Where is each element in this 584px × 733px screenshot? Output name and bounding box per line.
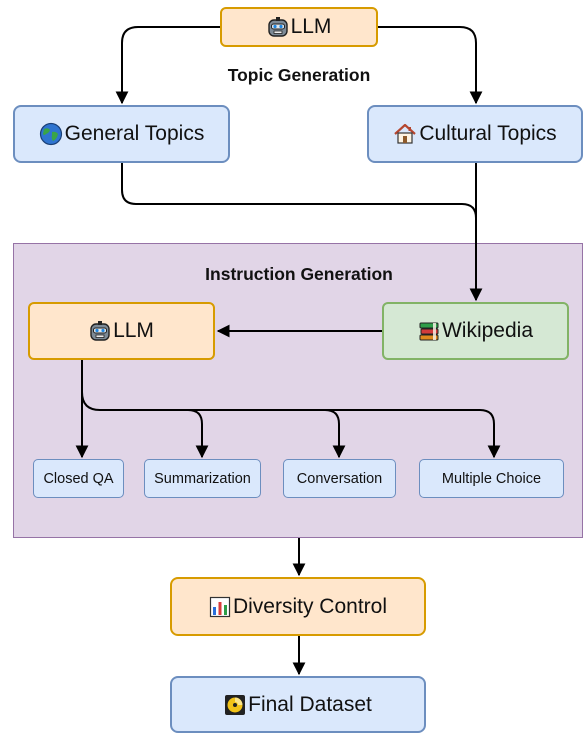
arrow-general-topics-to-wikipedia bbox=[121, 163, 477, 219]
task-label: Closed QA bbox=[43, 470, 114, 487]
robot-icon bbox=[267, 16, 289, 38]
topic-generation-title: Topic Generation bbox=[227, 65, 371, 85]
wikipedia-node: Wikipedia bbox=[382, 302, 569, 360]
task-label: Multiple Choice bbox=[441, 470, 542, 487]
task-closed-qa: Closed QA bbox=[33, 459, 124, 498]
globe-icon bbox=[39, 122, 63, 146]
task-multiple-choice: Multiple Choice bbox=[419, 459, 564, 498]
final-dataset-label: Final Dataset bbox=[248, 692, 372, 716]
wikipedia-label: Wikipedia bbox=[441, 319, 534, 342]
general-topics-node: General Topics bbox=[13, 105, 230, 163]
books-icon bbox=[418, 320, 440, 342]
instruction-llm-label: LLM bbox=[113, 319, 154, 342]
cultural-topics-label: Cultural Topics bbox=[419, 122, 557, 145]
arrow-llm-to-general-topics bbox=[115, 26, 220, 105]
task-conversation: Conversation bbox=[283, 459, 396, 498]
instruction-llm-node: LLM bbox=[28, 302, 215, 360]
diversity-control-node: Diversity Control bbox=[170, 577, 426, 636]
general-topics-label: General Topics bbox=[64, 122, 205, 145]
house-icon bbox=[393, 122, 417, 146]
robot-icon bbox=[89, 320, 111, 342]
task-summarization: Summarization bbox=[144, 459, 261, 498]
topic-llm-node: LLM bbox=[220, 7, 378, 47]
diversity-control-label: Diversity Control bbox=[232, 594, 388, 618]
task-label: Conversation bbox=[296, 470, 383, 487]
bar-chart-icon bbox=[209, 596, 231, 618]
cultural-topics-node: Cultural Topics bbox=[367, 105, 583, 163]
disc-icon bbox=[224, 694, 246, 716]
topic-llm-label: LLM bbox=[290, 15, 332, 38]
final-dataset-node: Final Dataset bbox=[170, 676, 426, 733]
arrow-llm-to-cultural-topics bbox=[378, 26, 483, 105]
instruction-generation-title: Instruction Generation bbox=[205, 264, 393, 284]
task-label: Summarization bbox=[154, 470, 251, 487]
